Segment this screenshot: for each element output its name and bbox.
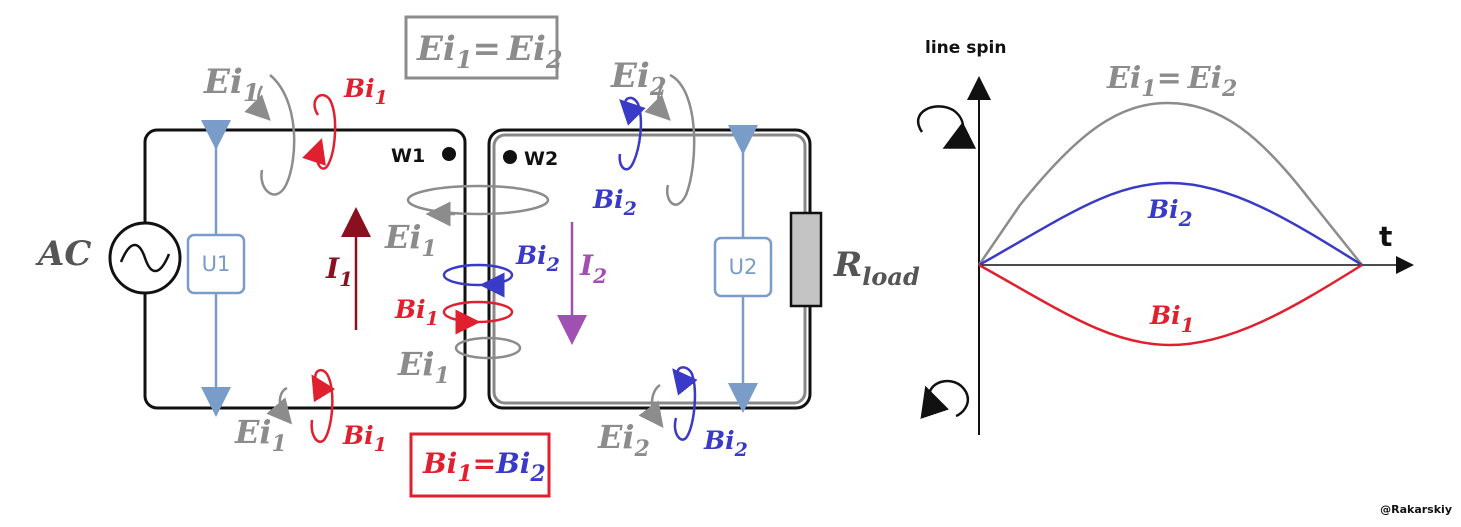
i2-label: I2	[579, 249, 607, 288]
ei1-loop-top	[260, 74, 296, 196]
ac-label: AC	[35, 234, 91, 274]
w1-dot	[442, 147, 456, 161]
bi1-coupling	[442, 300, 514, 324]
bi2-loop-bottom	[672, 366, 698, 441]
credit-label: @Rakarskiy	[1380, 503, 1452, 516]
ei1-coupling-upper	[406, 184, 550, 216]
rload-label: Rload	[833, 245, 920, 291]
curve-bi2-label: Bi2	[1147, 195, 1193, 231]
ei2-label-top: Ei2	[610, 56, 667, 101]
bi2-label-bottom: Bi2	[703, 426, 748, 461]
u1-label: U1	[202, 252, 231, 276]
spin-ccw-top-icon	[916, 105, 977, 149]
ei1-loop-bottom	[266, 386, 293, 425]
w2-label: W2	[524, 148, 558, 170]
ei-equality-box	[404, 15, 559, 80]
load-resistor	[789, 211, 823, 308]
u1-meter	[186, 233, 246, 295]
bi2-label-mid: Bi2	[515, 241, 560, 276]
w2-dot	[503, 150, 517, 164]
spin-cw-bottom-icon	[920, 379, 970, 419]
u2-meter	[713, 236, 773, 298]
ei1-label-mid: Ei1	[384, 218, 437, 262]
curve-ei-sum	[977, 101, 1363, 266]
bi1-label-bottom: Bi1	[342, 421, 387, 456]
bi2-label-top: Bi2	[592, 185, 637, 220]
ei1-label-top: Ei1	[203, 62, 260, 107]
w1-label: W1	[391, 145, 425, 167]
curve-bi2	[978, 181, 1363, 267]
i1-label: I1	[325, 252, 353, 291]
ei1-label-bottom: Ei1	[234, 413, 287, 457]
ei2-loop-top	[665, 73, 696, 206]
curve-bi1-label: Bi1	[1149, 301, 1195, 337]
x-axis-label: t	[1379, 220, 1392, 253]
y-axis-label: line spin	[925, 38, 1006, 58]
bi2-coupling	[442, 263, 514, 287]
bi1-label-top: Bi1	[343, 74, 388, 109]
bi2-loop-top	[618, 96, 646, 171]
ei1-label-lower: Ei1	[397, 345, 450, 389]
bi1-label-mid: Bi1	[394, 295, 439, 330]
ei2-label-bottom: Ei2	[597, 418, 650, 462]
ac-sine-icon	[119, 243, 171, 273]
u2-label: U2	[729, 255, 758, 279]
bi1-loop-top	[302, 93, 337, 170]
bi-eq-label: Bi1=Bi2	[422, 447, 546, 487]
ei1-coupling-lower	[454, 336, 522, 360]
bi1-loop-bottom	[310, 368, 336, 443]
ei2-loop-bottom	[638, 383, 664, 429]
bi-equality-box	[409, 432, 551, 498]
curve-ei-label: Ei1=Ei2	[1106, 61, 1237, 102]
curve-bi1	[978, 263, 1363, 347]
ei-eq-label: Ei1=Ei2	[416, 29, 563, 74]
